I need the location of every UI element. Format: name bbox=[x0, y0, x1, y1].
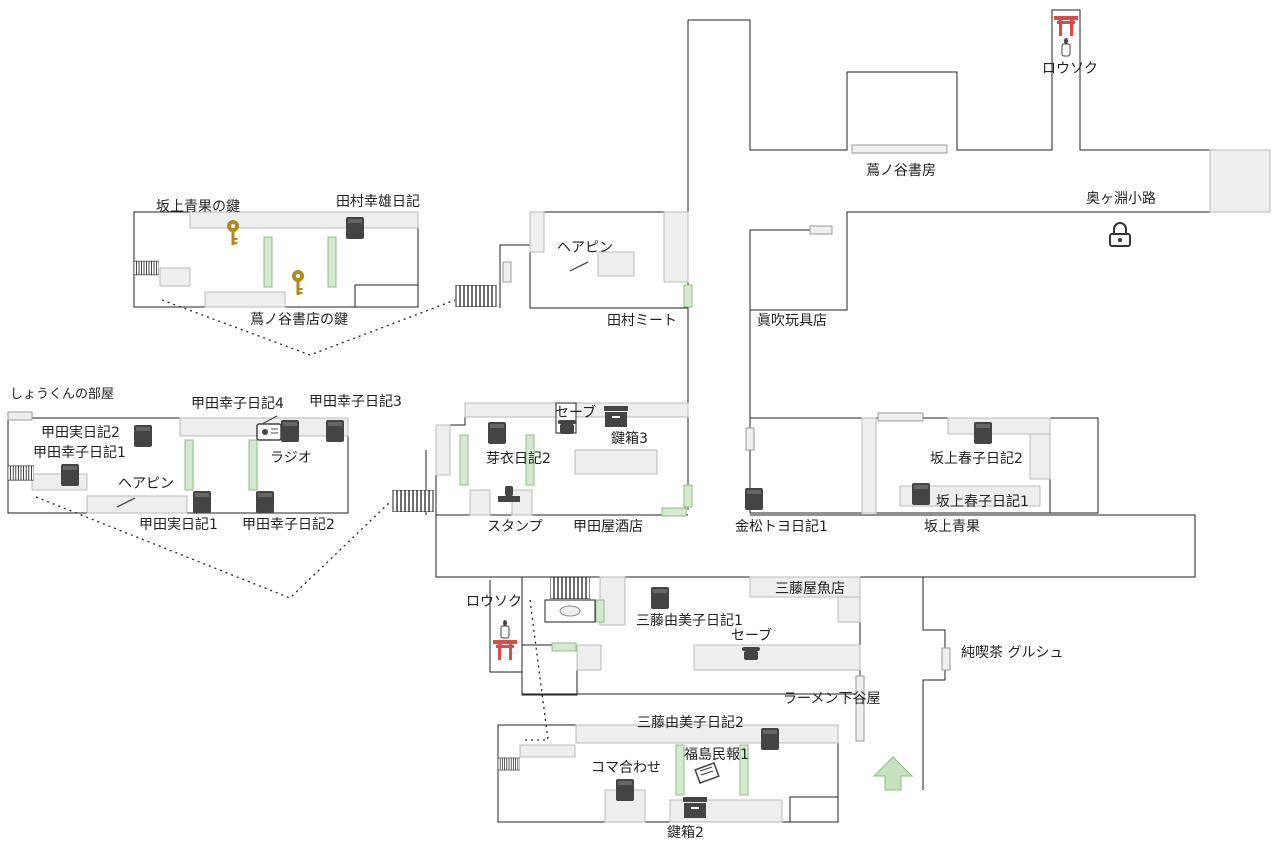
kanematsu-diary-label: 金松トヨ日記1 bbox=[735, 519, 828, 535]
keybox3-label: 鍵箱3 bbox=[611, 431, 648, 447]
diary-icon[interactable] bbox=[281, 420, 299, 442]
diary-icon[interactable] bbox=[974, 422, 992, 444]
diary-icon[interactable] bbox=[61, 464, 79, 486]
tsutanoya-shobo-label: 蔦ノ谷書房 bbox=[866, 163, 936, 179]
hairpin-tamura-label: ヘアピン bbox=[557, 240, 613, 256]
candle-icon[interactable] bbox=[1061, 38, 1071, 57]
diary-icon[interactable] bbox=[488, 422, 506, 444]
fukushima-minpo-label: 福島民報1 bbox=[684, 747, 749, 763]
diary-icon[interactable] bbox=[745, 488, 763, 510]
key-icon[interactable] bbox=[227, 220, 239, 245]
tsutanoya-key-label: 蔦ノ谷書店の鍵 bbox=[250, 312, 348, 328]
shoukun-room-label: しょうくんの部屋 bbox=[10, 387, 115, 402]
stamp-icon[interactable] bbox=[498, 486, 520, 502]
up-arrow-icon[interactable] bbox=[872, 756, 914, 791]
tamura-diary-label: 田村幸雄日記 bbox=[336, 194, 420, 210]
torii-shrine-icon bbox=[1054, 16, 1078, 36]
mei-diary2-label: 芽衣日記2 bbox=[486, 451, 551, 467]
sakagami-seika-label: 坂上青果 bbox=[924, 519, 980, 535]
key-icon[interactable] bbox=[292, 270, 304, 295]
lockbox-icon[interactable] bbox=[683, 797, 707, 818]
sakagami-key-label: 坂上青果の鍵 bbox=[156, 199, 240, 215]
hairpin-koda-label: ヘアピン bbox=[118, 476, 174, 492]
candle-label-top: ロウソク bbox=[1042, 61, 1098, 77]
sachiko-diary1-label: 甲田幸子日記1 bbox=[33, 445, 126, 461]
telephone-icon[interactable] bbox=[742, 647, 760, 660]
haruko-diary2-label: 坂上春子日記2 bbox=[930, 451, 1023, 467]
sachiko-diary4-label: 甲田幸子日記4 bbox=[191, 396, 284, 412]
radio-label: ラジオ bbox=[270, 450, 312, 466]
hairpin-icon[interactable] bbox=[116, 497, 136, 508]
tamura-meat-label: 田村ミート bbox=[607, 313, 677, 329]
koma-awase-label: コマ合わせ bbox=[591, 760, 661, 776]
haruko-diary1-label: 坂上春子日記1 bbox=[936, 494, 1029, 510]
save-kodaya-label: セーブ bbox=[555, 405, 597, 421]
diary-icon[interactable] bbox=[912, 483, 930, 505]
stamp-label: スタンプ bbox=[487, 519, 543, 535]
diary-icon[interactable] bbox=[193, 491, 211, 513]
telephone-icon[interactable] bbox=[558, 420, 576, 434]
candle-label-left: ロウソク bbox=[466, 594, 522, 610]
gurushu-cafe-label: 純喫茶 グルシュ bbox=[961, 645, 1064, 661]
yumiko-diary2-label: 三藤由美子日記2 bbox=[637, 715, 744, 731]
padlock-icon[interactable] bbox=[1109, 222, 1131, 247]
ramen-shitaya-label: ラーメン下谷屋 bbox=[783, 691, 881, 707]
mabuki-toy-label: 眞吹玩具店 bbox=[757, 313, 827, 329]
diary-icon[interactable] bbox=[651, 587, 669, 609]
jitsu-diary2-label: 甲田実日記2 bbox=[41, 425, 120, 441]
kodaya-sake-label: 甲田屋酒店 bbox=[573, 519, 643, 535]
diary-icon[interactable] bbox=[761, 728, 779, 750]
yumiko-diary1-label: 三藤由美子日記1 bbox=[636, 613, 743, 629]
save-mito-label: セーブ bbox=[731, 628, 773, 644]
torii-shrine-icon bbox=[493, 640, 517, 660]
diary-icon[interactable] bbox=[256, 491, 274, 513]
keybox2-label: 鍵箱2 bbox=[667, 825, 704, 841]
okugafuchi-label: 奥ヶ淵小路 bbox=[1086, 191, 1156, 207]
newspaper-icon[interactable] bbox=[694, 762, 720, 784]
candle-icon[interactable] bbox=[500, 620, 510, 639]
diary-icon[interactable] bbox=[134, 425, 152, 447]
diary-icon[interactable] bbox=[616, 779, 634, 801]
diary-icon[interactable] bbox=[346, 217, 364, 239]
jitsu-diary1-label: 甲田実日記1 bbox=[139, 517, 218, 533]
radio-icon[interactable] bbox=[256, 415, 282, 441]
sachiko-diary2-label: 甲田幸子日記2 bbox=[242, 517, 335, 533]
lockbox-icon[interactable] bbox=[604, 406, 628, 427]
diary-icon[interactable] bbox=[326, 420, 344, 442]
hairpin-icon[interactable] bbox=[569, 261, 589, 272]
mitoya-fish-label: 三藤屋魚店 bbox=[775, 581, 845, 597]
sachiko-diary3-label: 甲田幸子日記3 bbox=[309, 394, 402, 410]
